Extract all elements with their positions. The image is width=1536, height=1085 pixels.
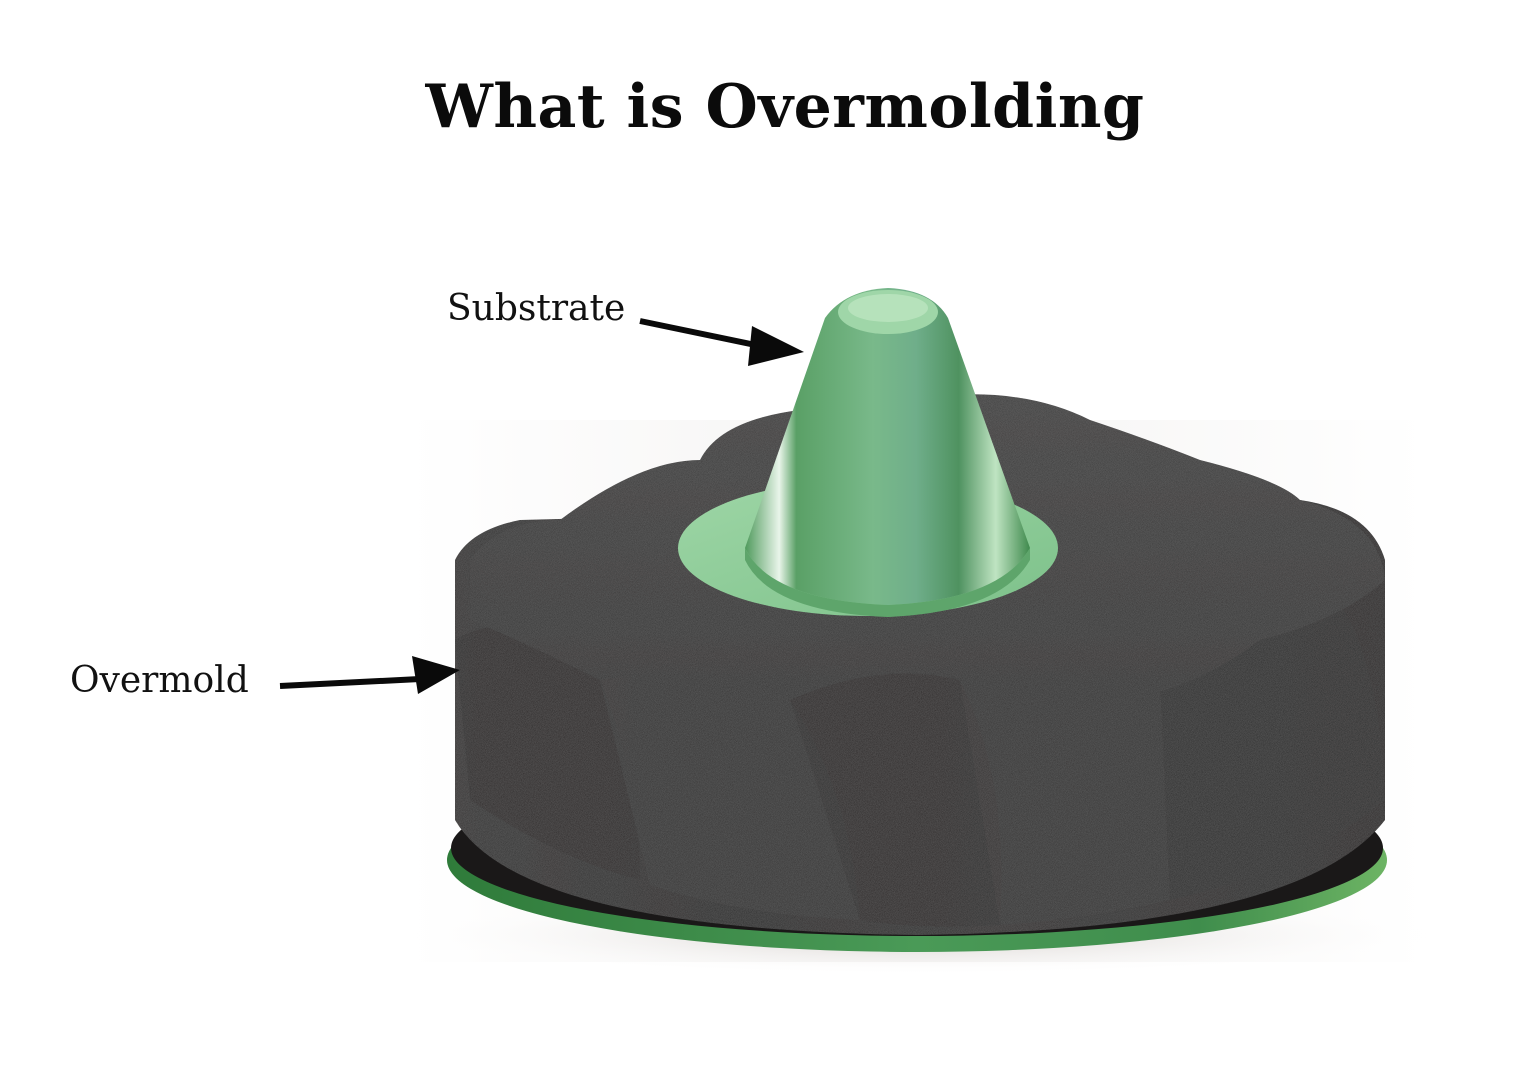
- substrate-cone: [745, 288, 1030, 617]
- overmold-arrow: [279, 656, 460, 694]
- substrate-arrow: [639, 318, 804, 366]
- overmold-label: Overmold: [70, 660, 249, 701]
- substrate-label: Substrate: [447, 288, 626, 329]
- page-title: What is Overmolding: [425, 72, 1145, 142]
